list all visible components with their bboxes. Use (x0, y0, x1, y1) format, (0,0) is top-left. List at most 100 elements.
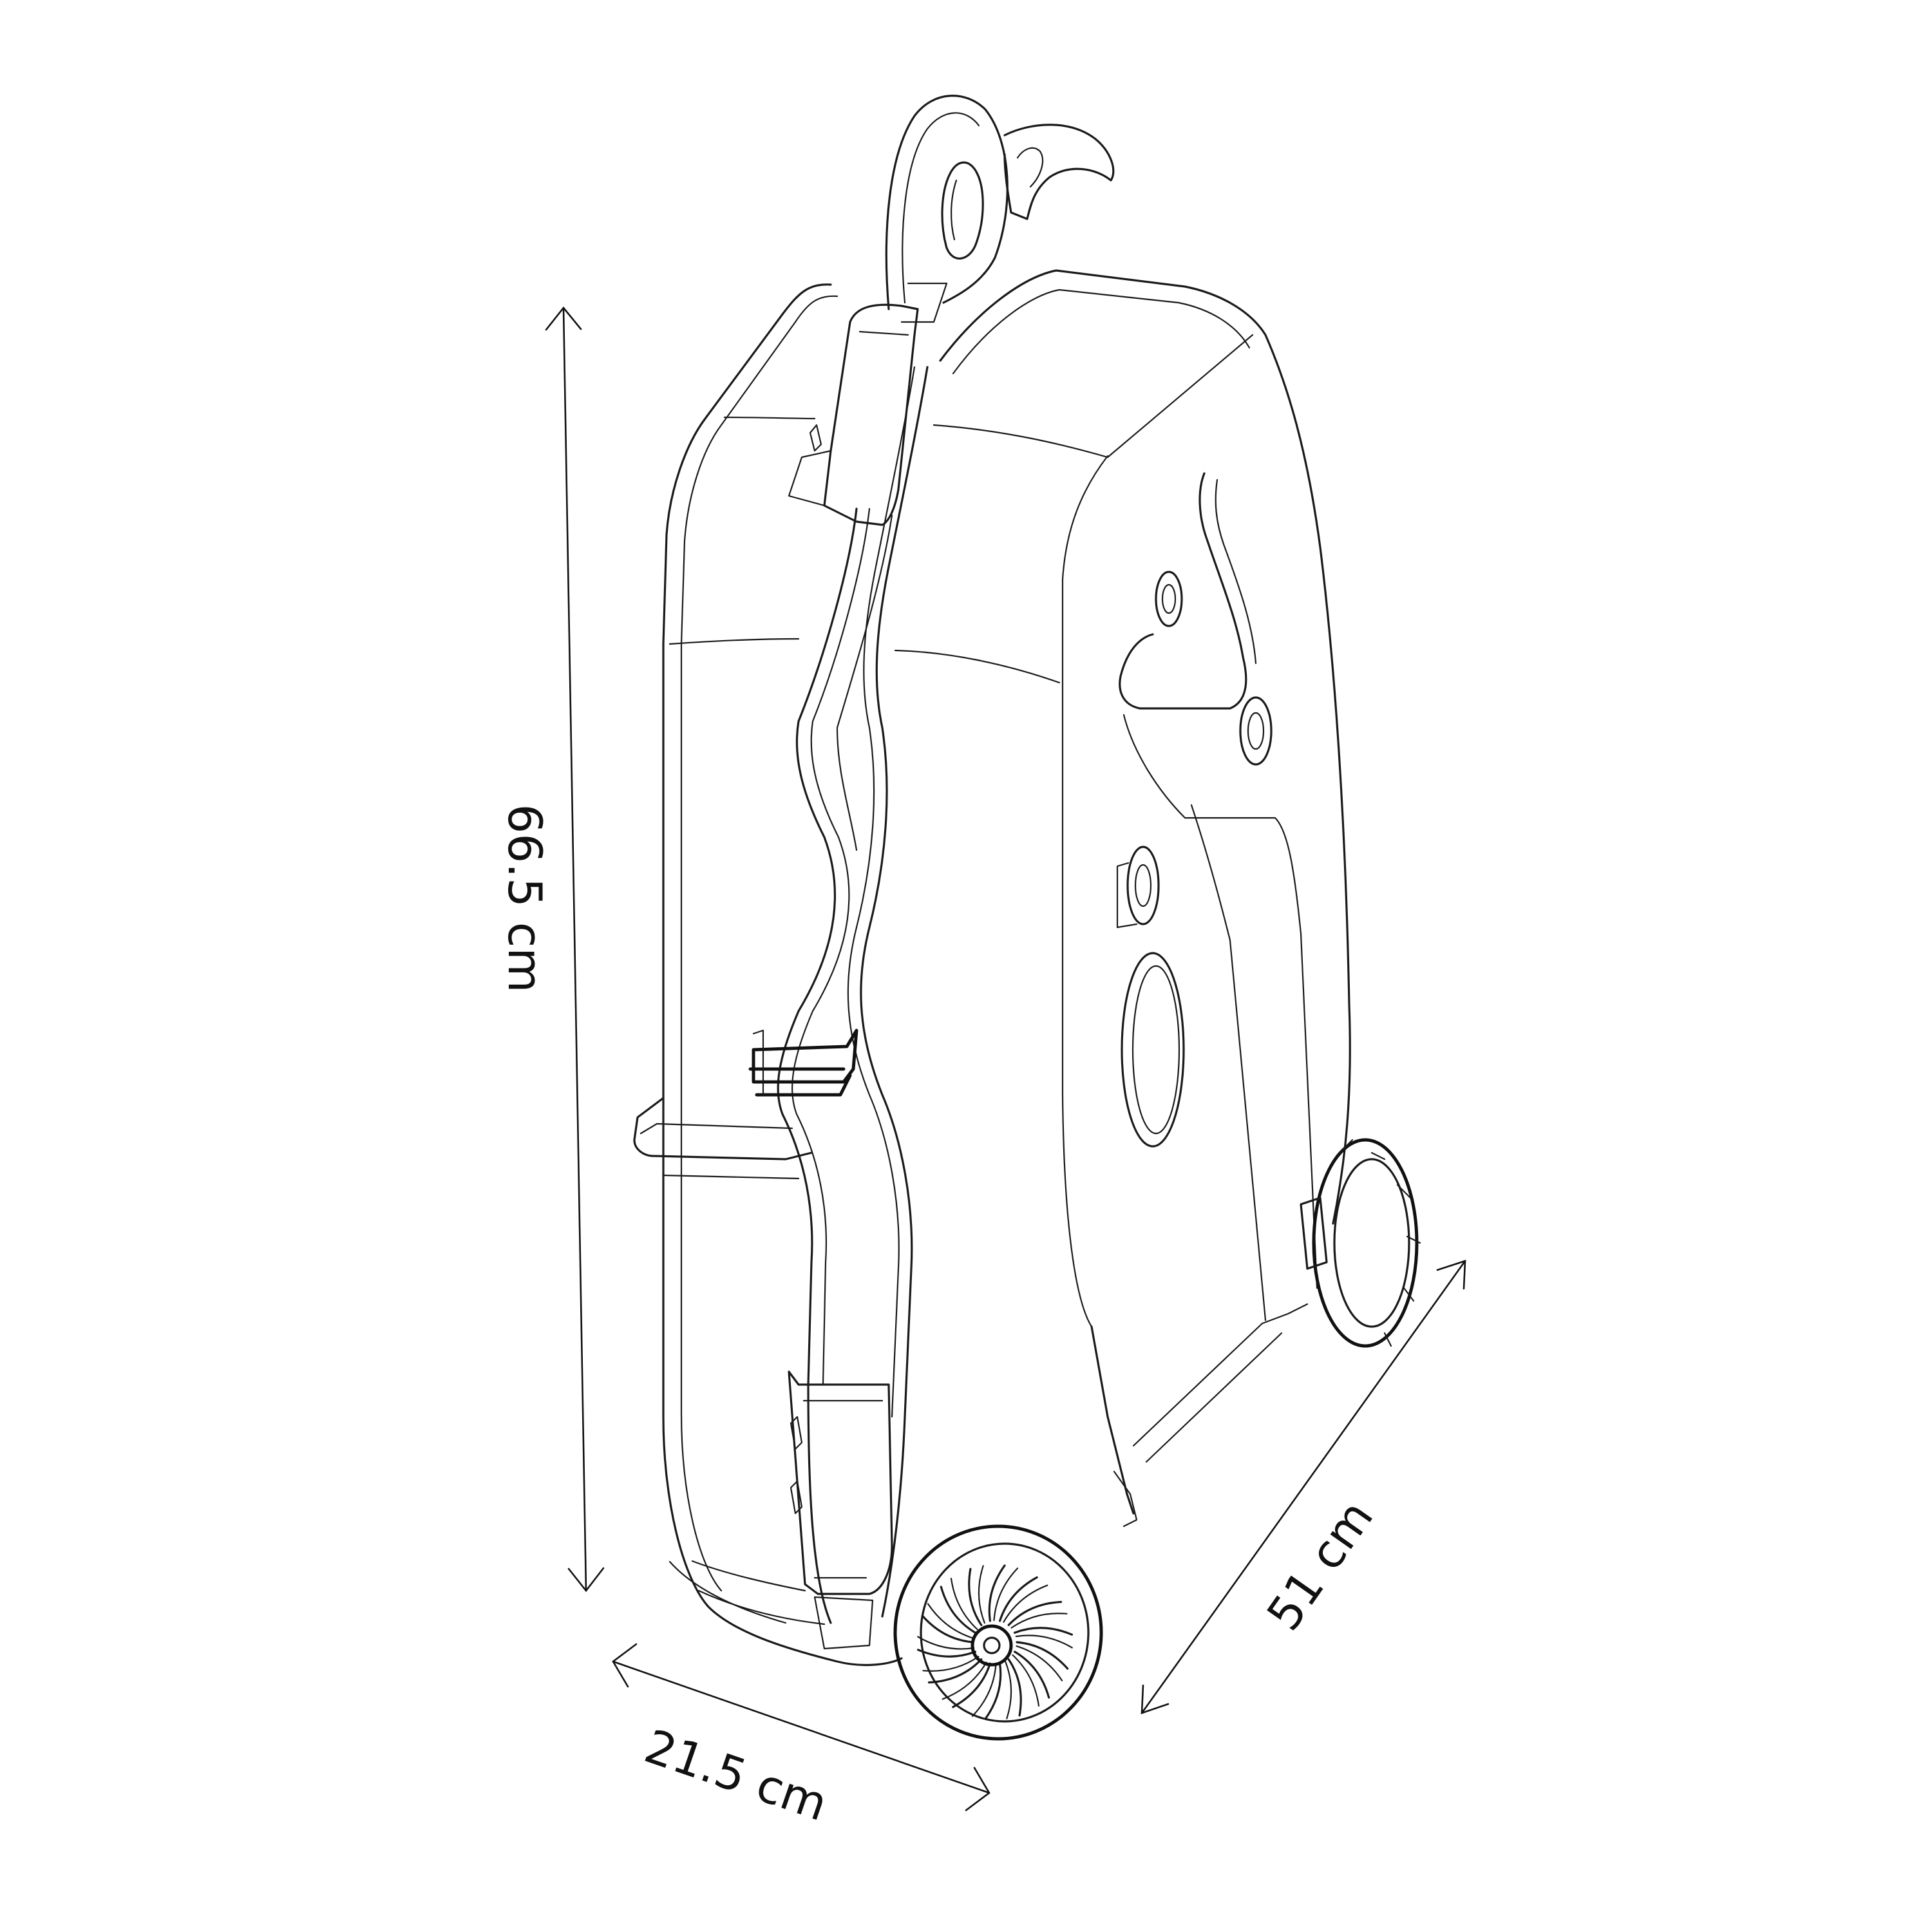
wheel-spoke-edge (978, 1565, 985, 1624)
bottom-rail-2 (1145, 1332, 1283, 1463)
side-latch-line (662, 1174, 800, 1180)
wheel-spoke-edge (971, 1663, 997, 1717)
depth-dimension: 21.5 cm (612, 1643, 990, 1832)
front-shell-inner-2 (668, 1560, 787, 1624)
wheel-spoke (952, 1662, 991, 1709)
wheel-spoke-edge (1016, 1645, 1063, 1681)
wheel-spoke (1014, 1627, 1073, 1636)
middle-buckle-band (748, 1067, 852, 1097)
boss-middle-tube (1116, 862, 1138, 929)
wheel-spoke-edge (1012, 1654, 1040, 1707)
wheel-spoke (968, 1567, 983, 1626)
bottom-wedge (1090, 1325, 1135, 1515)
boss-upper-inner (1161, 583, 1177, 614)
wheel-spoke-edge (942, 1662, 987, 1700)
wheel-spoke (999, 1576, 1038, 1622)
length-arrow-top (1436, 1260, 1466, 1290)
strap-center (836, 514, 893, 851)
rear-hook (1003, 124, 1115, 220)
middle-buckle (752, 1028, 858, 1084)
length-label: 51 cm (1256, 1491, 1383, 1640)
top-clip (823, 303, 919, 526)
top-clip-inner (788, 330, 909, 507)
boss-right-inner (1247, 712, 1265, 750)
bottom-clip-slot (790, 1416, 803, 1450)
wheel-spoke (1014, 1651, 1050, 1699)
wheel-spoke (984, 1662, 1002, 1720)
wheel-spoke (1016, 1641, 1069, 1670)
wheel-spoke-edge (917, 1636, 975, 1650)
handle-loop-outer (885, 95, 1009, 310)
wheel-spoke-edge (993, 1567, 1019, 1622)
rear-wheel-tread (1338, 1139, 1421, 1347)
handle-loop-hole-inner (951, 179, 958, 241)
front-seam-lower (691, 1560, 806, 1592)
wheel-spoke-edge (1010, 1613, 1068, 1629)
height-arrow-bottom (567, 1567, 605, 1593)
front-wheel-spokes (917, 1564, 1073, 1720)
handle-loop-mid (902, 112, 980, 304)
wheel-spoke-edge (1005, 1660, 1012, 1719)
strap (777, 366, 929, 1624)
depth-dimension-line (612, 1660, 990, 1794)
length-dimension-line (1141, 1260, 1466, 1714)
rear-ridge (1122, 714, 1318, 1289)
wheel-spoke (1007, 1600, 1063, 1626)
boss-right (1239, 696, 1273, 766)
rear-shell-outline (939, 269, 1351, 1225)
rear-hook-inner (1016, 147, 1043, 188)
strap-clips (748, 282, 948, 1650)
top-handle (885, 95, 1115, 310)
length-arrow-bottom (1141, 1684, 1170, 1714)
rear-shell-inner (952, 289, 1251, 375)
bottom-foot (1113, 1470, 1138, 1528)
front-wheel-axle (983, 1636, 1001, 1654)
front-wheel-rim (920, 1542, 1090, 1723)
rear-wheel-tire (1312, 1138, 1419, 1348)
strap-left-edge (777, 507, 858, 1624)
length-dimension: 51 cm (1141, 1260, 1466, 1714)
front-shell-inner (680, 295, 838, 1592)
wheel-spoke (927, 1658, 983, 1684)
bottom-clip-inner (802, 1399, 884, 1579)
bottom-clip (788, 1370, 893, 1595)
side-latch (633, 1097, 813, 1160)
front-wheel-tire (893, 1524, 1103, 1741)
boss-upper (1155, 571, 1183, 627)
round-recess (1121, 952, 1185, 1148)
wheel-spoke-edge (950, 1578, 978, 1631)
wheel-spoke (1007, 1658, 1022, 1717)
front-seam-bottom (697, 1589, 826, 1625)
depth-arrow-right (965, 1766, 990, 1812)
wheel-spoke (988, 1564, 1006, 1622)
rear-wheel (1300, 1138, 1421, 1348)
strap-left-inner (791, 507, 871, 1386)
bottom-clip-base (813, 1596, 874, 1650)
wheel-spoke (940, 1586, 976, 1634)
side-latch-inner (639, 1122, 793, 1135)
bottom-rail (1132, 1303, 1309, 1447)
bottom-clip-slot-2 (790, 1480, 803, 1515)
rear-seam-upper (933, 334, 1254, 459)
height-dimension-line (562, 307, 587, 1592)
wheel-spoke-edge (1015, 1634, 1073, 1649)
strap-right-inner (847, 366, 916, 1418)
top-clip-slot (809, 424, 822, 452)
wheel-spoke-edge (922, 1656, 980, 1672)
height-label: 66.5 cm (498, 804, 552, 993)
height-dimension: 66.5 cm (498, 306, 605, 1593)
rear-wheel-rim (1333, 1158, 1410, 1328)
rear-seam-mid (894, 649, 1061, 684)
depth-arrow-left (612, 1643, 638, 1688)
rear-cutout-inner (1215, 478, 1257, 665)
wheel-spoke (921, 1615, 974, 1643)
depth-label: 21.5 cm (638, 1719, 834, 1832)
wheel-spoke-edge (927, 1603, 974, 1639)
boss-middle-inner (1134, 864, 1152, 907)
boss-middle (1126, 846, 1160, 925)
front-wheel (893, 1524, 1103, 1741)
front-seam-upper (723, 416, 816, 420)
handle-loop-hole (941, 161, 984, 260)
front-wheel-hub (971, 1624, 1013, 1667)
